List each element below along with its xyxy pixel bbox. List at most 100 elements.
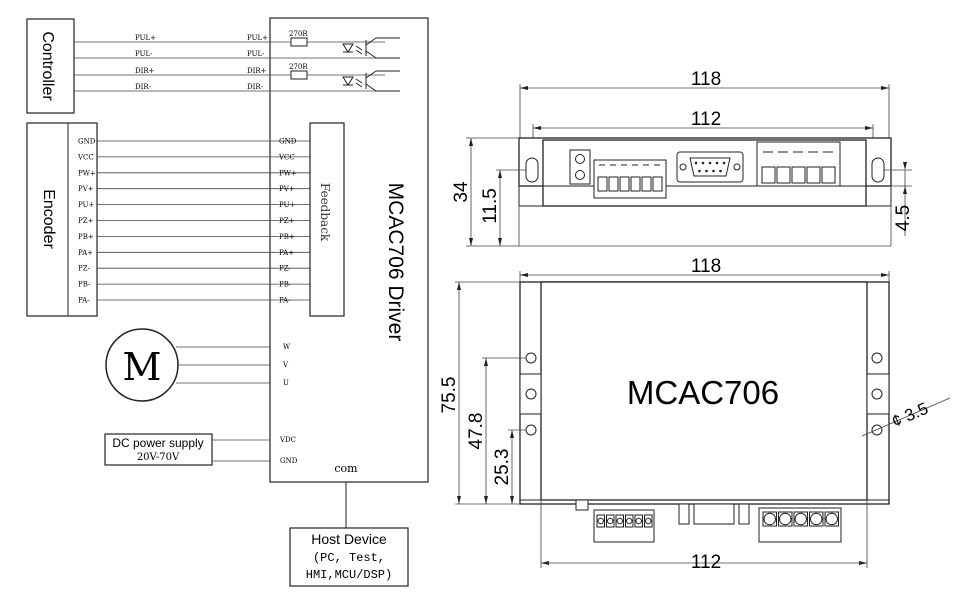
db9-pin [698, 169, 701, 173]
terminal-pin [791, 166, 806, 184]
front-overall-width: 118 [691, 69, 721, 90]
ctl-signal-left-3: DIR- [135, 83, 152, 91]
ctl-signal-right-3: DIR- [247, 83, 264, 91]
db9-pin [701, 161, 705, 165]
db9-pin [715, 161, 719, 165]
top-hole-diameter: ¢ 3.5 [889, 399, 931, 431]
terminal-pin [761, 166, 776, 184]
wiring-diagram: Controller Encoder MCAC706 Driver Feedba… [26, 17, 429, 587]
front-db9-pins [694, 161, 726, 173]
top-hole-row-2: 47.8 [466, 413, 487, 450]
terminal-screw [607, 517, 614, 525]
terminal-screw [825, 512, 838, 526]
top-hole-left-middle [525, 388, 537, 400]
top-terminal-pins-6 [596, 514, 653, 528]
resistor-1 [290, 37, 308, 47]
host-device-line3: HMI,MCU/DSP) [306, 568, 392, 582]
terminal-pin [821, 166, 836, 184]
terminal-pin [597, 176, 608, 192]
hole-leader-line [861, 397, 951, 437]
encoder-signal-right: PV+ [279, 185, 295, 193]
front-height: 34 [451, 181, 472, 203]
encoder-signal-left: PA- [78, 297, 90, 305]
optocoupler-1 [342, 37, 400, 59]
motor-label: M [123, 345, 162, 389]
top-db9-connector [693, 503, 735, 525]
front-view: 118 112 [451, 69, 914, 247]
encoder-signal-right: GND [279, 138, 297, 146]
power-supply-range: 20V-70V [137, 452, 180, 463]
terminal-pin [619, 176, 630, 192]
driver-box [269, 17, 429, 483]
db9-pin [705, 169, 708, 173]
terminal-screw [763, 512, 776, 526]
power-supply-label: DC power supply [112, 436, 203, 450]
ctl-signal-left-2: DIR+ [135, 67, 155, 75]
controller-box [26, 18, 75, 114]
encoder-signal-right: PB+ [279, 233, 295, 241]
encoder-signal-left: PZ+ [78, 217, 94, 225]
encoder-box [26, 122, 98, 317]
encoder-signal-left: VCC [77, 153, 94, 161]
resistor-2 [290, 70, 308, 80]
encoder-signal-left: PZ- [78, 265, 91, 273]
front-hole-height: 11.5 [480, 188, 501, 224]
encoder-signal-left: PB- [78, 281, 91, 289]
terminal-screw [645, 517, 652, 525]
resistor-2-label: 270R [289, 63, 308, 71]
encoder-signal-right: PA+ [279, 249, 294, 257]
ctl-signal-right-2: DIR+ [247, 67, 267, 75]
top-terminal-pins-5 [762, 511, 839, 527]
top-body [540, 281, 868, 501]
feedback-box [309, 122, 345, 317]
encoder-signal-left: PW+ [78, 169, 96, 177]
top-model-label: MCAC706 [627, 374, 779, 411]
terminal-screw [635, 517, 642, 525]
encoder-signal-left: PU+ [78, 201, 94, 209]
terminal-pin [806, 166, 821, 184]
controller-wires [74, 41, 385, 92]
motor-terminal-0: W [283, 343, 291, 351]
terminal-screw [779, 512, 792, 526]
terminal-pin [652, 176, 663, 192]
ctl-signal-left-1: PUL- [135, 50, 153, 58]
front-left-slot [525, 157, 539, 183]
front-thickness: 4.5 [893, 205, 914, 231]
controller-label: Controller [39, 31, 56, 101]
power-terminal-1: GND [280, 457, 298, 465]
terminal-screw [794, 512, 807, 526]
host-device-line2: (PC, Test, [313, 551, 385, 565]
encoder-label: Encoder [40, 189, 57, 249]
top-hole-right-upper [871, 352, 883, 364]
power-terminal-0: VDC [279, 436, 296, 444]
front-terminal-pins-6 [597, 164, 663, 192]
db9-pin [694, 161, 698, 165]
encoder-signal-right: PZ+ [279, 217, 295, 225]
front-small-terminal [569, 149, 591, 185]
top-view: 118 MCAC706 ¢ 3.5 [439, 256, 951, 573]
ctl-signal-right-1: PUL- [247, 50, 265, 58]
terminal-pin [608, 176, 619, 192]
encoder-signal-left: GND [78, 138, 96, 146]
db9-pin [708, 161, 712, 165]
encoder-signal-left: PV+ [78, 185, 94, 193]
terminal-screw [626, 517, 633, 525]
db9-pin [719, 169, 722, 173]
front-right-slot [871, 157, 885, 183]
terminal-pin [641, 176, 652, 192]
optocoupler-2 [342, 70, 400, 92]
top-hole-row-1: 25.3 [492, 449, 513, 486]
terminal-screw [810, 512, 823, 526]
encoder-signal-left: PB+ [78, 233, 94, 241]
feedback-label: Feedback [318, 183, 332, 242]
encoder-signal-right: PB- [279, 281, 292, 289]
motor-terminal-2: U [283, 379, 289, 387]
power-supply-box [104, 433, 213, 466]
motor-terminal-1: V [282, 361, 289, 369]
encoder-signal-right: PW+ [279, 169, 297, 177]
top-hole-right-middle [871, 388, 883, 400]
driver-label: MCAC706 Driver [384, 183, 407, 342]
encoder-signal-right: VCC [278, 153, 295, 161]
